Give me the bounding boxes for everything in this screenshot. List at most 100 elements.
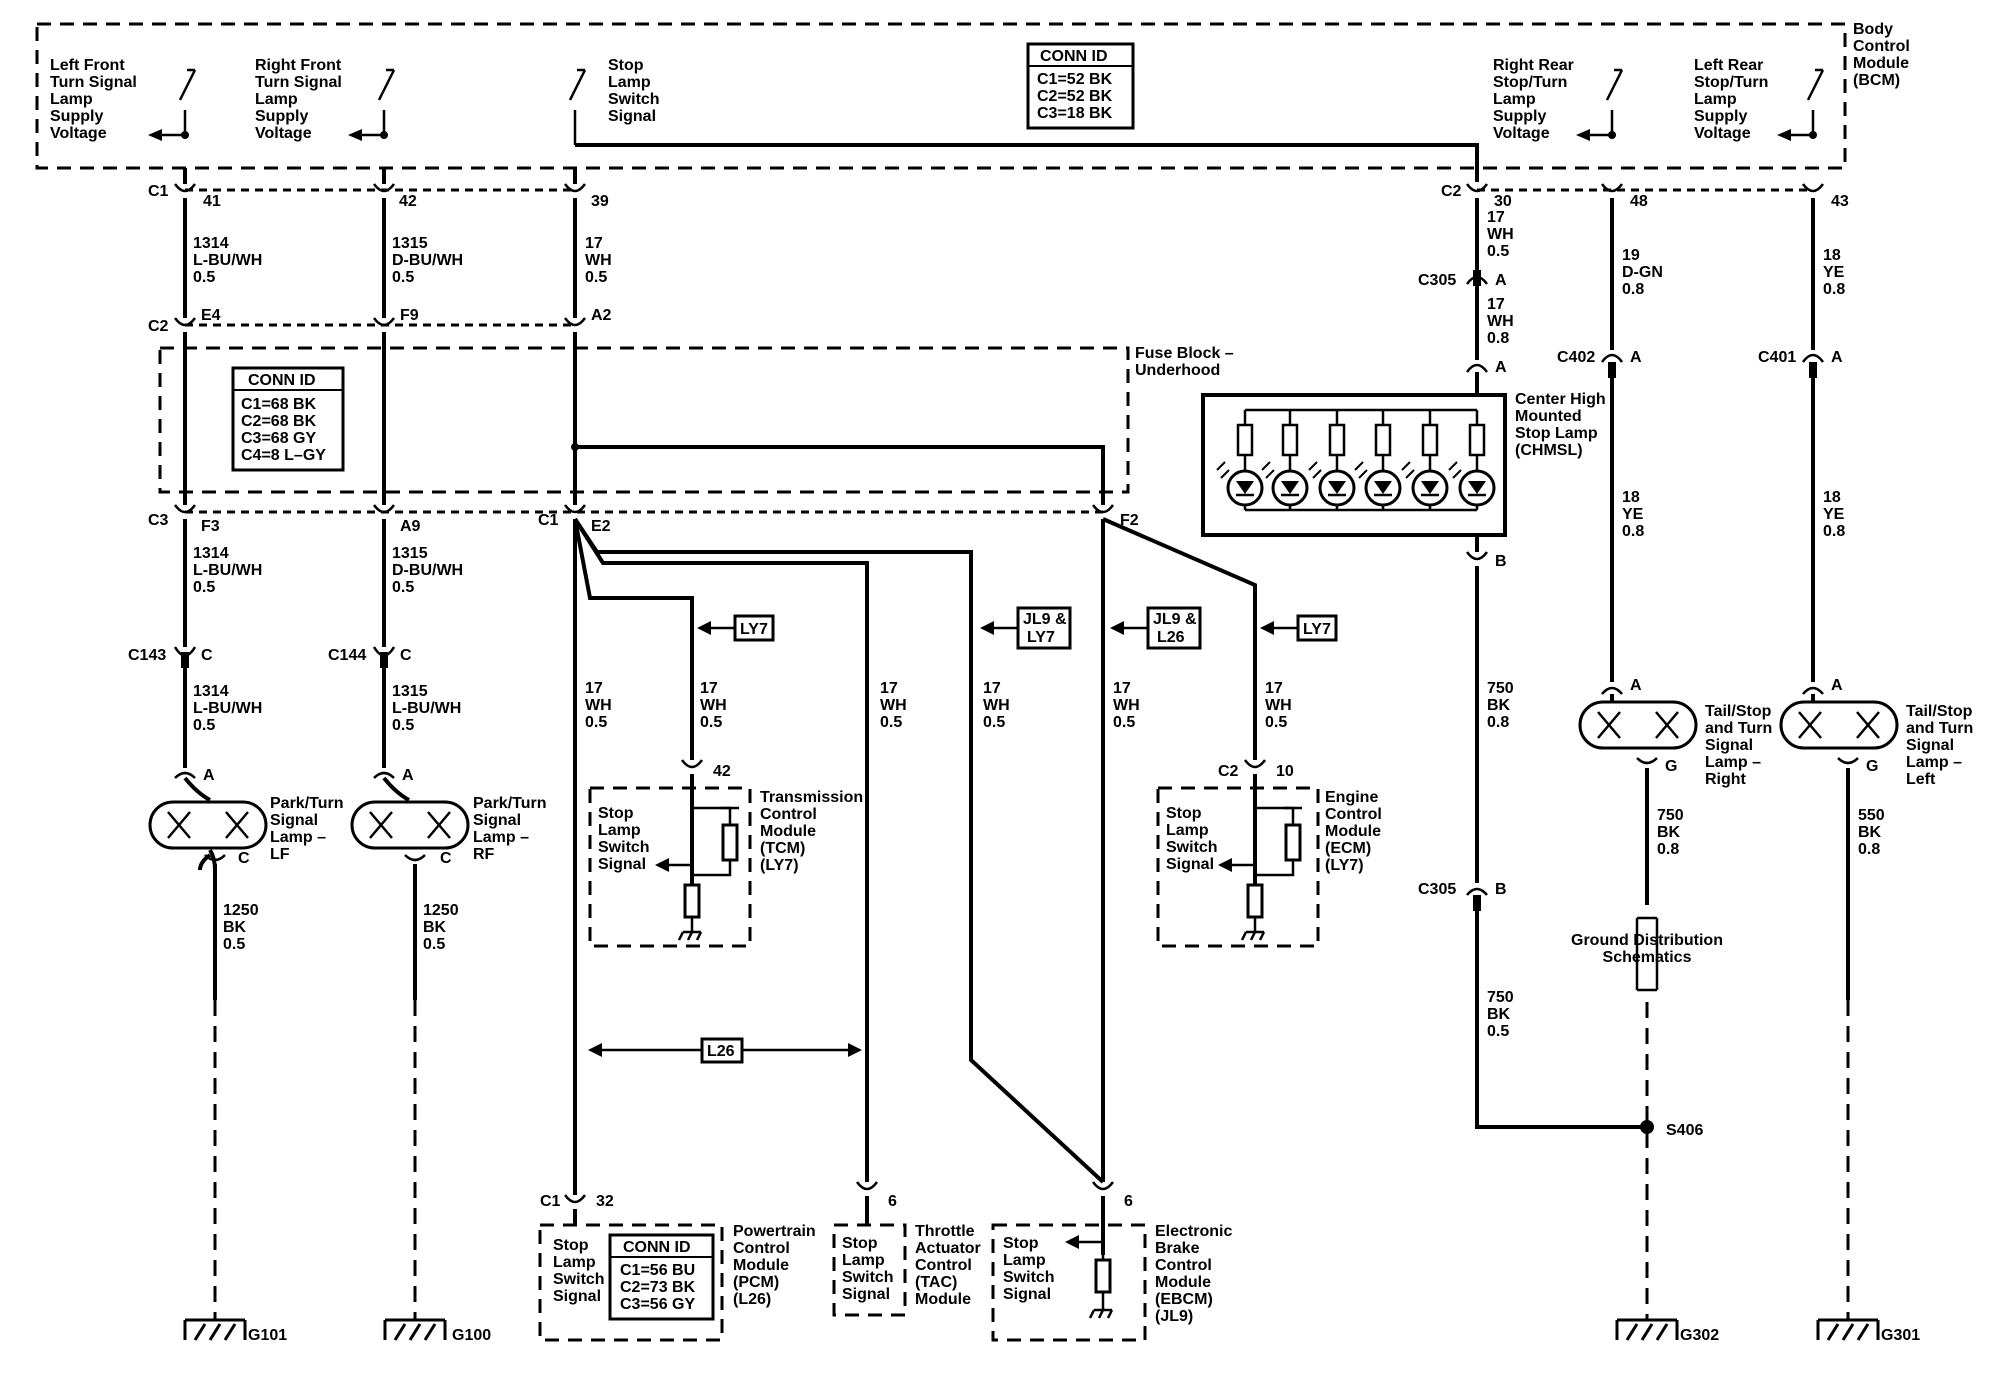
svg-text:G: G bbox=[1665, 758, 1677, 775]
svg-text:48: 48 bbox=[1630, 193, 1648, 210]
svg-text:C: C bbox=[201, 647, 213, 664]
ground-icon bbox=[383, 1318, 447, 1341]
ground-icon bbox=[1816, 1318, 1880, 1341]
ground-icon bbox=[183, 1318, 247, 1341]
option-flag-ly7-ecm: LY7 bbox=[1260, 614, 1338, 642]
option-flag-l26: L26 bbox=[588, 1037, 862, 1064]
fuse-block-conn-id-table: CONN ID C1=68 BK C2=68 BK C3=68 GY C4=8 … bbox=[231, 366, 345, 472]
svg-text:CONN ID: CONN ID bbox=[623, 1239, 691, 1256]
chmsl-led bbox=[1308, 410, 1356, 510]
svg-text:E2: E2 bbox=[591, 518, 611, 535]
svg-text:A: A bbox=[1831, 677, 1843, 694]
svg-text:C1: C1 bbox=[540, 1193, 561, 1210]
svg-text:C305: C305 bbox=[1418, 272, 1456, 289]
svg-text:C402: C402 bbox=[1557, 349, 1595, 366]
svg-text:C305: C305 bbox=[1418, 881, 1456, 898]
bcm-conn-id-table: CONN ID C1=52 BK C2=52 BK C3=18 BK bbox=[1026, 42, 1135, 130]
svg-text:C144: C144 bbox=[328, 647, 366, 664]
svg-text:32: 32 bbox=[596, 1193, 614, 1210]
svg-text:JL9 &: JL9 & bbox=[1153, 611, 1197, 628]
ground-g302: G302 bbox=[1680, 1327, 1719, 1344]
svg-text:C1=52 BK: C1=52 BK bbox=[1037, 71, 1113, 88]
svg-text:C1: C1 bbox=[538, 512, 559, 529]
svg-text:B: B bbox=[1495, 881, 1507, 898]
ground-icon bbox=[1615, 1318, 1679, 1341]
svg-text:A: A bbox=[1495, 272, 1507, 289]
svg-text:A: A bbox=[1831, 349, 1843, 366]
svg-text:42: 42 bbox=[713, 763, 731, 780]
svg-text:30: 30 bbox=[1494, 193, 1512, 210]
svg-text:C2: C2 bbox=[1441, 183, 1462, 200]
svg-text:G: G bbox=[1866, 758, 1878, 775]
svg-text:C3=56 GY: C3=56 GY bbox=[620, 1296, 695, 1313]
svg-text:C3=68 GY: C3=68 GY bbox=[241, 430, 316, 447]
svg-text:CONN ID: CONN ID bbox=[1040, 48, 1108, 65]
svg-text:JL9 &: JL9 & bbox=[1023, 611, 1067, 628]
svg-text:F3: F3 bbox=[201, 518, 220, 535]
svg-text:C4=8 L–GY: C4=8 L–GY bbox=[241, 447, 326, 464]
svg-text:E4: E4 bbox=[201, 307, 221, 324]
svg-text:C1=56 BU: C1=56 BU bbox=[620, 1262, 695, 1279]
ground-symbols bbox=[183, 1318, 1880, 1341]
svg-text:C2=68 BK: C2=68 BK bbox=[241, 413, 317, 430]
chmsl-led bbox=[1261, 410, 1309, 510]
svg-text:A9: A9 bbox=[400, 518, 421, 535]
fuse-block-title: Fuse Block –Underhood bbox=[1135, 345, 1234, 379]
stop-signal-circuit bbox=[563, 168, 1257, 1195]
ground-g101: G101 bbox=[248, 1327, 287, 1344]
svg-text:C2: C2 bbox=[1218, 763, 1239, 780]
svg-text:LY7: LY7 bbox=[1303, 621, 1331, 638]
svg-text:A: A bbox=[203, 767, 215, 784]
option-flag-jl9-l26: JL9 & L26 bbox=[1110, 606, 1202, 650]
bcm-internal-stop-wire bbox=[575, 143, 1479, 182]
chmsl-lamp bbox=[1201, 393, 1507, 537]
svg-text:A2: A2 bbox=[591, 307, 612, 324]
svg-text:10: 10 bbox=[1276, 763, 1294, 780]
svg-text:C: C bbox=[238, 850, 250, 867]
conn-c1-label: C1 bbox=[148, 183, 169, 200]
option-flag-jl9-ly7: JL9 & LY7 bbox=[980, 606, 1072, 650]
svg-text:F2: F2 bbox=[1120, 512, 1139, 529]
svg-text:C401: C401 bbox=[1758, 349, 1796, 366]
ground-g301: G301 bbox=[1881, 1327, 1920, 1344]
lr-circuit bbox=[1779, 183, 1899, 1320]
chmsl-led bbox=[1216, 410, 1264, 510]
svg-text:39: 39 bbox=[591, 193, 609, 210]
svg-text:C3=18 BK: C3=18 BK bbox=[1037, 105, 1113, 122]
svg-text:C2=52 BK: C2=52 BK bbox=[1037, 88, 1113, 105]
ground-g100: G100 bbox=[452, 1327, 491, 1344]
svg-text:A: A bbox=[1630, 349, 1642, 366]
